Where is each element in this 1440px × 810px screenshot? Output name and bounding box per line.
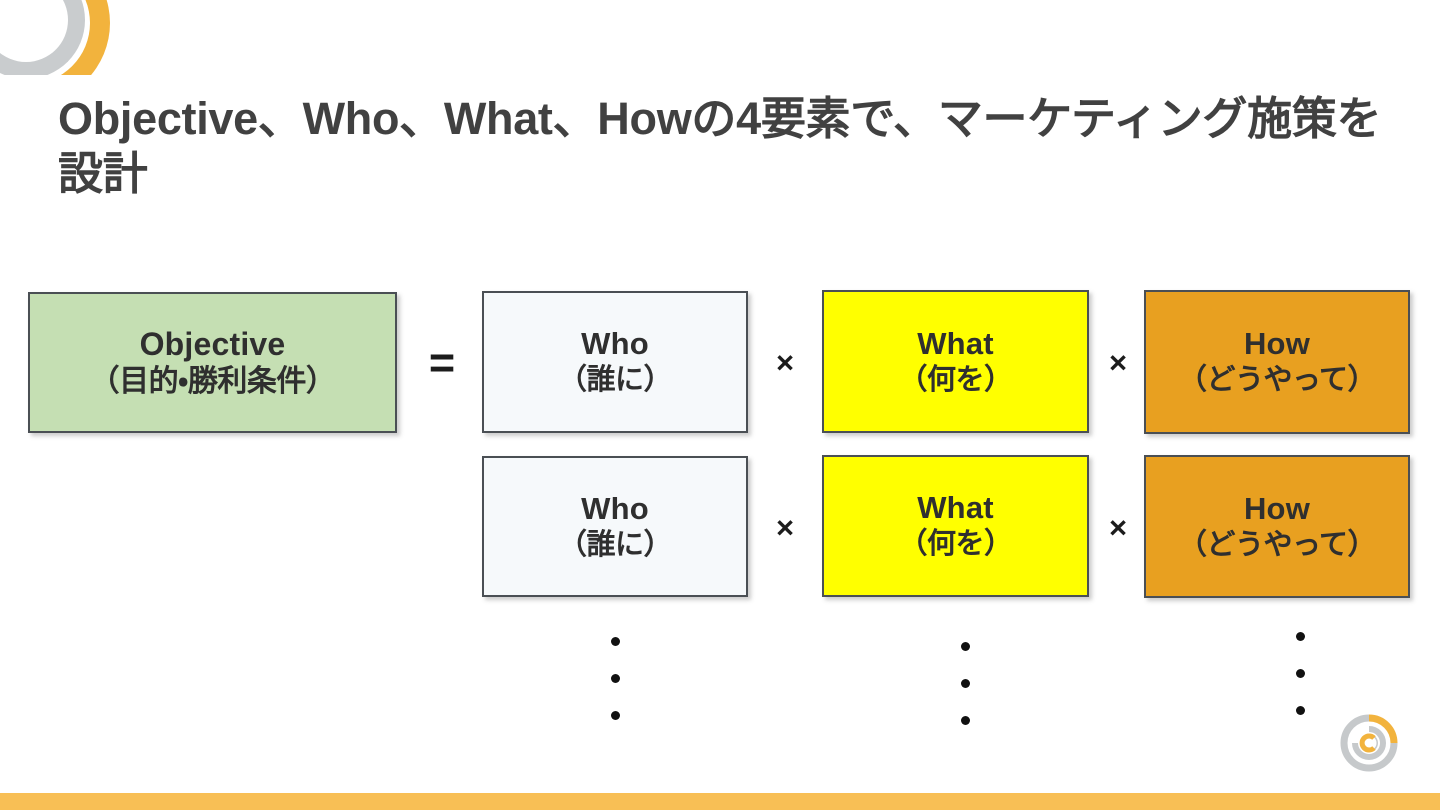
dot — [610, 711, 620, 720]
how-box-subtitle: （どうやって） — [1177, 528, 1377, 561]
page-title: Objective、Who、What、Howの4要素で、マーケティング施策を設計 — [58, 93, 1382, 200]
who-box-subtitle: （誰に） — [557, 364, 673, 397]
dot — [960, 642, 970, 651]
how-box-subtitle: （どうやって） — [1177, 364, 1377, 397]
dot — [1295, 706, 1305, 715]
times-operator-row1-a: × — [775, 345, 795, 380]
what-box-row2[interactable]: What （何を） — [822, 455, 1089, 597]
how-box-title: How — [1243, 326, 1311, 362]
what-box-subtitle: （何を） — [898, 528, 1013, 561]
how-box-row1[interactable]: How （どうやって） — [1144, 290, 1410, 434]
continuation-dots-what — [954, 642, 976, 725]
who-box-row2[interactable]: Who （誰に） — [482, 456, 748, 597]
objective-box-subtitle: （目的・勝利条件） — [89, 364, 336, 398]
dot — [960, 716, 970, 725]
objective-box[interactable]: Objective （目的・勝利条件） — [28, 292, 397, 433]
dot — [960, 679, 970, 688]
what-box-row1[interactable]: What （何を） — [822, 290, 1089, 433]
times-operator-row2-b: × — [1108, 510, 1128, 545]
who-box-row1[interactable]: Who （誰に） — [482, 291, 748, 433]
times-operator-row1-b: × — [1108, 345, 1128, 380]
who-box-title: Who — [581, 326, 649, 362]
how-box-row2[interactable]: How （どうやって） — [1144, 455, 1410, 598]
who-box-title: Who — [581, 490, 649, 526]
how-box-title: How — [1243, 490, 1311, 526]
what-box-subtitle: （何を） — [898, 363, 1013, 396]
what-box-title: What — [917, 490, 994, 526]
continuation-dots-how — [1289, 632, 1311, 715]
footer-bar — [0, 793, 1440, 810]
who-box-subtitle: （誰に） — [557, 528, 673, 561]
company-logo — [1338, 712, 1400, 774]
times-operator-row2-a: × — [775, 510, 795, 545]
dot — [1295, 632, 1305, 641]
objective-box-title: Objective — [139, 325, 286, 362]
dot — [1295, 669, 1305, 678]
what-box-title: What — [917, 325, 994, 361]
continuation-dots-who — [604, 637, 626, 720]
equals-operator: = — [428, 337, 456, 388]
dot — [610, 637, 620, 646]
dot — [610, 674, 620, 683]
